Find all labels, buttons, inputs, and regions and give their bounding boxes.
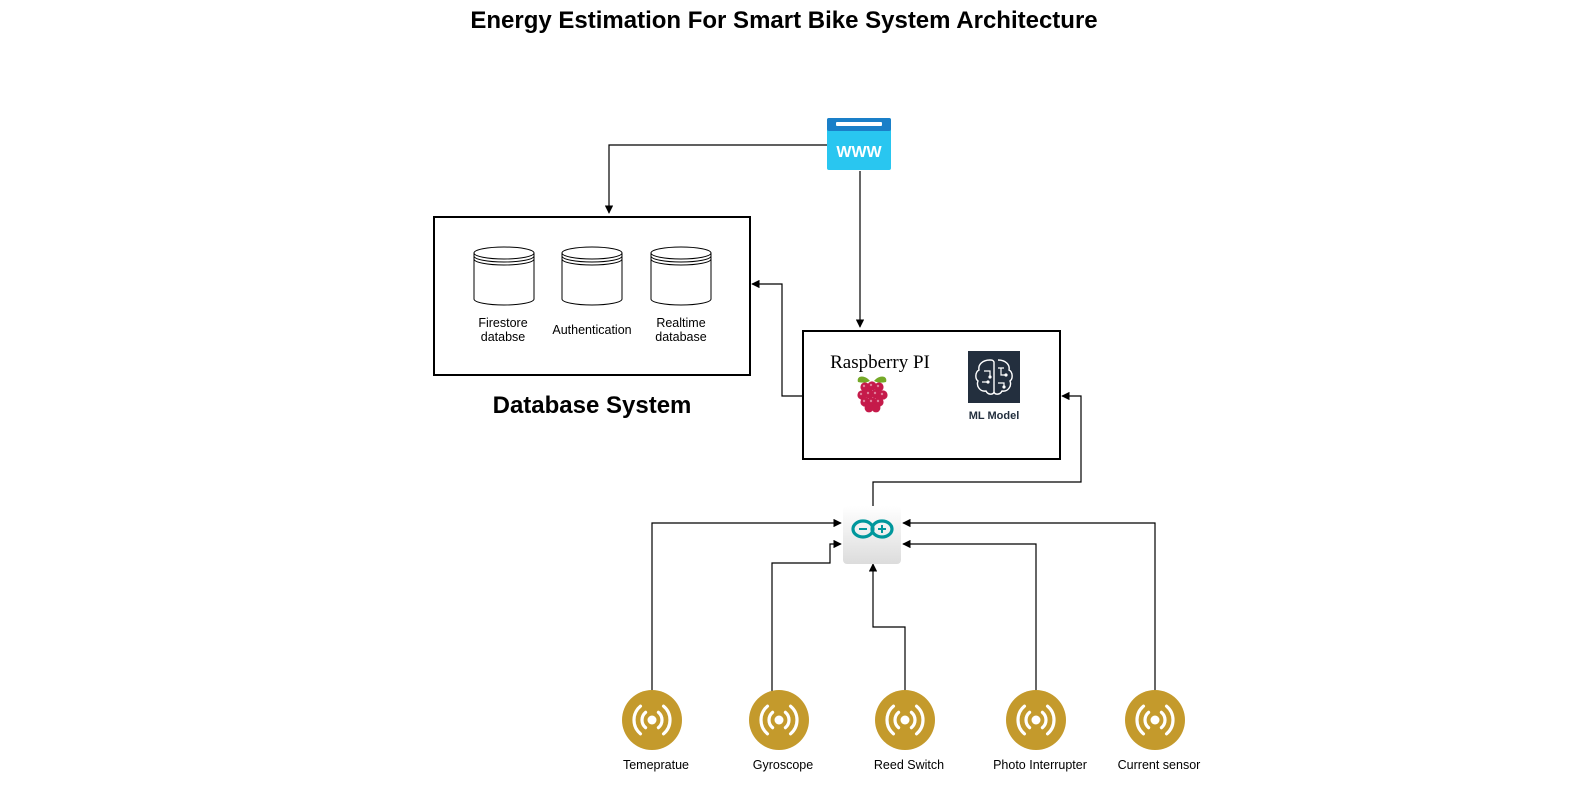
- database-system-title: Database System: [493, 392, 692, 419]
- sensor-label: Temepratue: [623, 758, 689, 772]
- connector-reed-switch-to-arduino: [868, 563, 906, 691]
- sensor-icon: [875, 690, 935, 750]
- database-label-realtime-line1: Realtime: [656, 316, 705, 330]
- connector-raspberry-to-database: [751, 279, 803, 397]
- raspberry-pi-box: Raspberry PI: [802, 330, 1061, 460]
- diagram-title: Energy Estimation For Smart Bike System …: [470, 7, 1097, 34]
- database-system-box: Firestore databse Authentication Realtim…: [433, 216, 751, 376]
- database-label-firestore-line2: databse: [481, 330, 526, 344]
- database-label-firestore-line1: Firestore: [478, 316, 527, 330]
- connectors: [604, 144, 1156, 691]
- sensor-icon: [749, 690, 809, 750]
- raspberry-pi-label: Raspberry PI: [830, 352, 930, 373]
- raspberry-pi-icon: [857, 376, 888, 413]
- database-icon: [650, 246, 712, 306]
- ml-brain-icon: [968, 351, 1020, 403]
- ml-model-label: ML Model: [969, 410, 1020, 422]
- sensors-group: Temepratue Gyroscope Reed Switch Photo Inte…: [622, 690, 1200, 772]
- database-label-realtime-line2: database: [655, 330, 706, 344]
- connector-arduino-to-raspberry: [872, 391, 1082, 506]
- connector-temperature-to-arduino: [651, 518, 842, 691]
- sensor-icon: [1125, 690, 1185, 750]
- database-icon: [561, 246, 623, 306]
- sensor-icon: [1006, 690, 1066, 750]
- sensor-label: Gyroscope: [753, 758, 813, 772]
- connector-gyroscope-to-arduino: [771, 539, 842, 691]
- arduino-icon: [843, 506, 901, 564]
- www-browser-icon: WWW: [827, 118, 891, 170]
- www-icon-text: WWW: [836, 144, 882, 161]
- database-icon: [473, 246, 535, 306]
- connector-current-sensor-to-arduino: [902, 518, 1156, 691]
- connector-web-to-database: [604, 144, 827, 214]
- sensor-icon: [622, 690, 682, 750]
- sensor-label: Photo Interrupter: [993, 758, 1087, 772]
- sensor-label: Current sensor: [1118, 758, 1201, 772]
- sensor-label: Reed Switch: [874, 758, 944, 772]
- connector-photo-interrupter-to-arduino: [902, 539, 1037, 691]
- database-label-authentication: Authentication: [552, 323, 631, 337]
